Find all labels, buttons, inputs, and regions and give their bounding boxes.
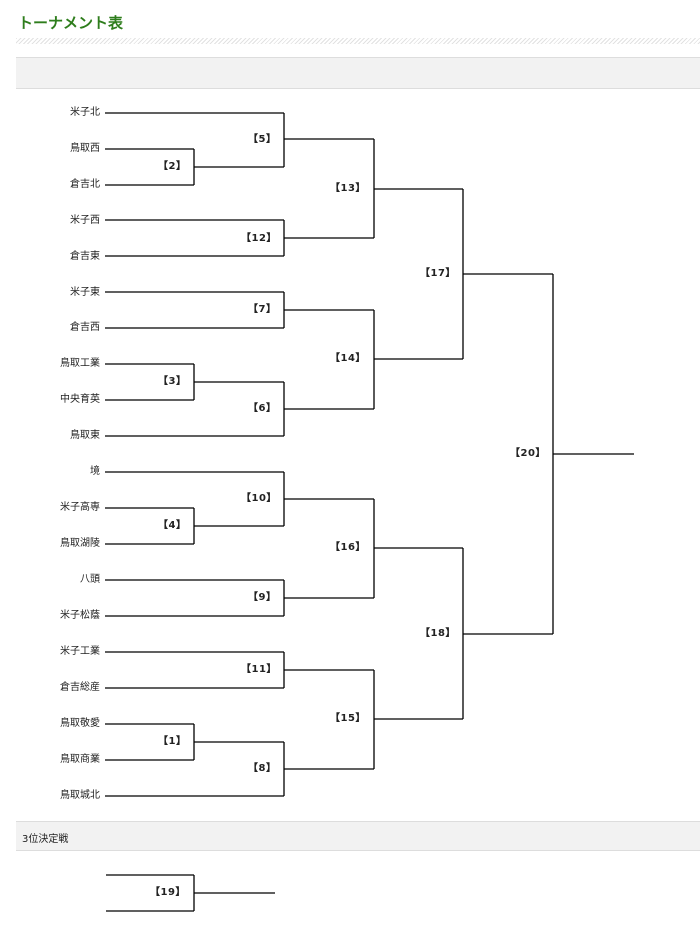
title-divider [16,38,700,44]
team-label: 米子工業 [60,646,100,657]
third-place-header-bar: 3位決定戦 [16,821,700,851]
match-label: 【1】 [158,736,187,747]
team-label: 米子高専 [60,502,100,513]
team-label: 米子北 [70,107,100,118]
match-label: 【2】 [158,161,187,172]
match-label: 【6】 [248,403,277,414]
team-label: 鳥取湖陵 [60,538,100,549]
team-label: 米子東 [70,287,100,298]
section-header-bar [16,57,700,89]
team-label: 八頭 [80,574,100,585]
match-label: 【16】 [330,542,366,553]
page-title: トーナメント表 [18,14,124,32]
team-label: 鳥取工業 [60,358,100,369]
match-label: 【20】 [510,448,546,459]
match-label: 【4】 [158,520,187,531]
match-label: 【17】 [420,268,456,279]
team-label: 中央育英 [60,394,100,405]
team-label: 米子松蔭 [60,610,100,621]
team-label: 境 [90,466,100,477]
team-label: 倉吉総産 [60,682,100,693]
team-label: 鳥取商業 [60,754,100,765]
match-label: 【3】 [158,376,187,387]
match-label: 【13】 [330,183,366,194]
match-label: 【14】 [330,353,366,364]
match-label: 【11】 [241,664,277,675]
match-label: 【10】 [241,493,277,504]
team-label: 倉吉北 [70,179,100,190]
team-label: 倉吉東 [70,251,100,262]
team-label: 鳥取東 [70,430,100,441]
third-place-header-label: 3位決定戦 [22,834,69,845]
team-label: 鳥取城北 [60,790,100,801]
match-label: 【18】 [420,628,456,639]
team-label: 鳥取敬愛 [60,718,100,729]
match-label: 【12】 [241,233,277,244]
match-label: 【8】 [248,763,277,774]
team-label: 倉吉西 [70,322,100,333]
team-label: 米子西 [70,215,100,226]
match-label: 【9】 [248,592,277,603]
match-label: 【5】 [248,134,277,145]
match-label: 【7】 [248,304,277,315]
match-label: 【19】 [150,887,186,898]
team-label: 鳥取西 [70,143,100,154]
match-label: 【15】 [330,713,366,724]
